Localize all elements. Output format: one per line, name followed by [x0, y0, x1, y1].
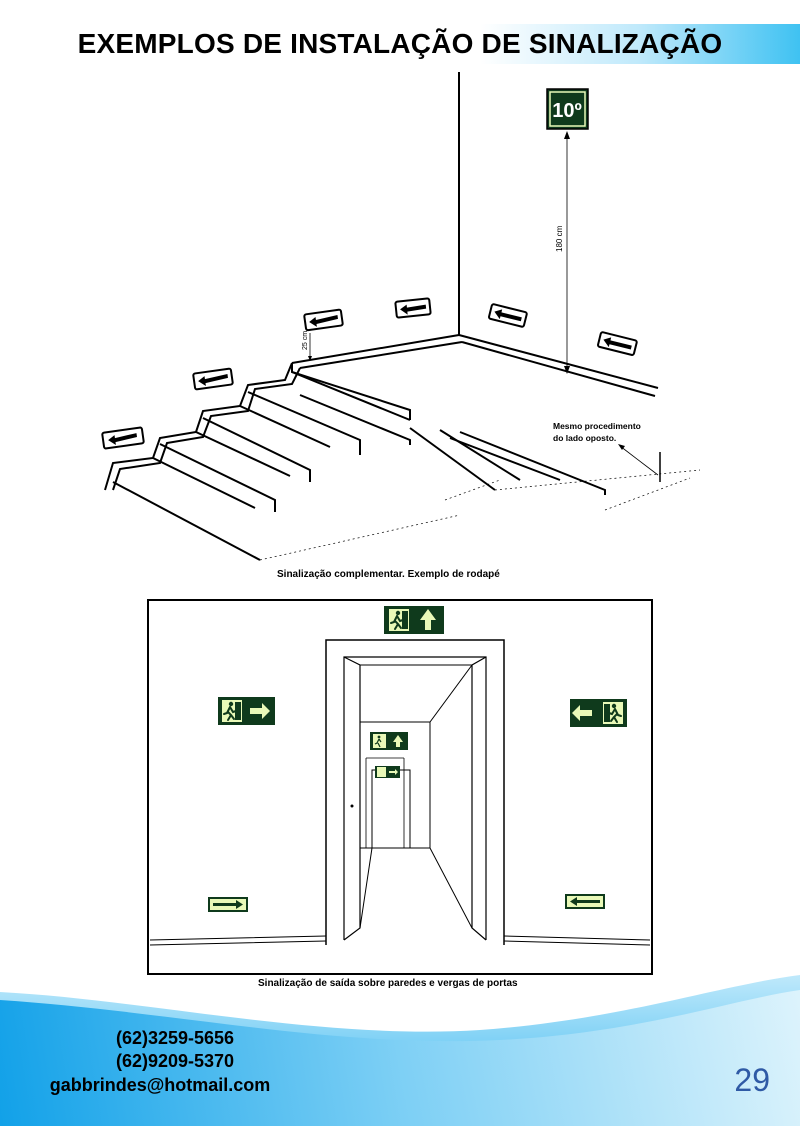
small-height-label: 25 cm [302, 331, 309, 350]
figure1-caption: Sinalização complementar. Exemplo de rod… [277, 569, 500, 580]
arrow-left-icon [572, 705, 592, 721]
exit-sign-up-lintel [384, 606, 444, 634]
arrow-right-icon [213, 900, 243, 909]
note-line-2: do lado oposto. [553, 433, 616, 443]
email: gabbrindes@hotmail.com [49, 1075, 271, 1095]
arrow-up-icon [420, 609, 436, 630]
baseboard-arrow-sign-1 [101, 426, 145, 450]
exit-sign-right-far [375, 766, 400, 778]
page-title: EXEMPLOS DE INSTALAÇÃO DE SINALIZAÇÃO [77, 28, 723, 59]
baseboard-arrow-sign-3 [303, 308, 344, 332]
height-label: 180 cm [555, 225, 564, 252]
baseboard-arrow-sign-4 [394, 297, 432, 319]
floor-number: 10º [552, 100, 582, 122]
exit-sign-right-wall-left [218, 697, 275, 725]
floor-sign: 10º [546, 88, 589, 130]
page-number: 29 [734, 1062, 770, 1098]
exit-sign-left-wall-right [570, 699, 627, 727]
title-bar [0, 24, 800, 64]
floor-arrow-sign-left [565, 894, 605, 909]
arrow-right-icon [250, 703, 270, 719]
floor-arrow-sign-right [208, 897, 248, 912]
stair-signage-figure: 180 cm 25 cm 10º Mesmo procedimento do l… [101, 72, 701, 561]
phone-1: (62)3259-5656 [115, 1028, 235, 1048]
baseboard-arrow-sign-5 [488, 303, 528, 328]
baseboard-arrow-sign-6 [597, 331, 638, 356]
exit-sign-up-corridor [370, 732, 408, 750]
note-line-1: Mesmo procedimento [553, 421, 641, 431]
arrow-left-icon [570, 897, 600, 906]
phone-2: (62)9209-5370 [115, 1051, 235, 1071]
figure2-caption: Sinalização de saída sobre paredes e ver… [258, 978, 518, 989]
baseboard-arrow-sign-2 [192, 367, 234, 391]
